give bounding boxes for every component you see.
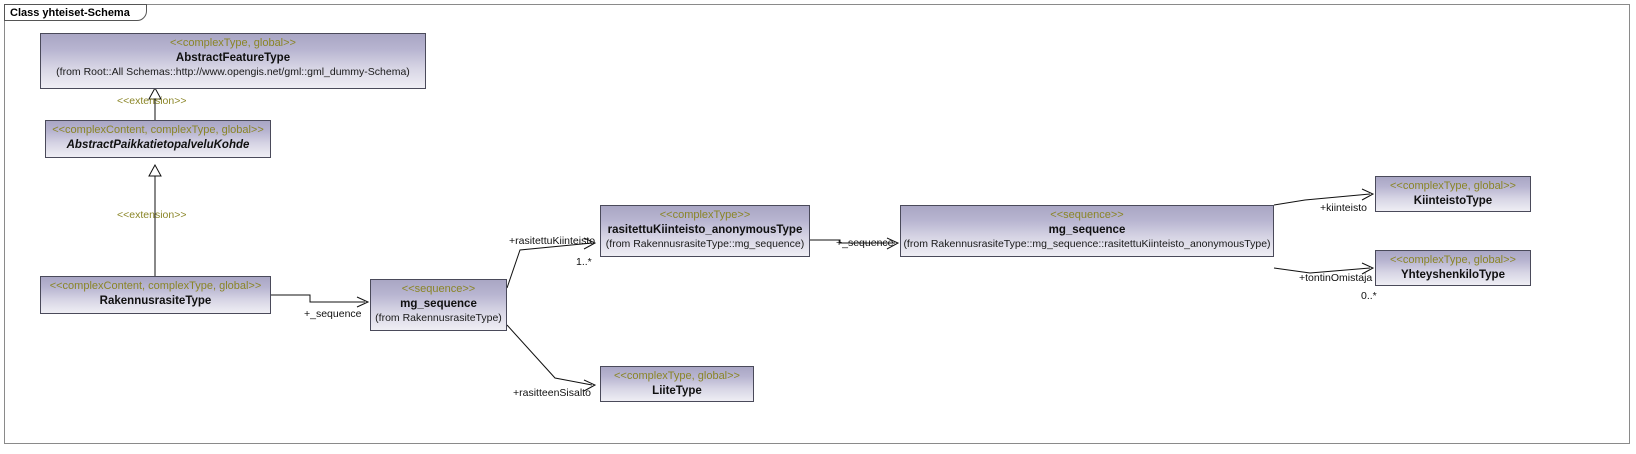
class-origin: (from RakennusrasiteType::mg_sequence::r… — [903, 238, 1271, 250]
class-stereotype: <<complexContent, complexType, global>> — [52, 124, 264, 136]
diagram-frame-title: Class yhteiset-Schema — [4, 4, 147, 21]
class-node-abstract-feature-type[interactable]: <<complexType, global>> AbstractFeatureT… — [40, 33, 426, 89]
class-origin: (from Root::All Schemas::http://www.open… — [56, 66, 410, 78]
class-stereotype: <<complexContent, complexType, global>> — [49, 280, 262, 292]
class-stereotype: <<complexType>> — [659, 209, 751, 221]
class-stereotype: <<sequence>> — [1050, 209, 1124, 221]
class-node-abstract-paikkatietopalvelu-kohde[interactable]: <<complexContent, complexType, global>> … — [45, 120, 271, 158]
connector-mg-sequence-to-rasitettu-kiinteisto — [506, 237, 597, 289]
connector-anonymous-to-mg-sequence-right — [810, 237, 900, 250]
class-stereotype: <<complexType, global>> — [1390, 254, 1516, 266]
connector-mg-sequence-to-kiinteisto-type — [1273, 188, 1375, 206]
edge-label-rasitettu-kiinteisto-role: +rasitettuKiinteisto — [509, 235, 596, 247]
class-node-kiinteisto-type[interactable]: <<complexType, global>> KiinteistoType — [1375, 176, 1531, 212]
edge-label-sequence-left: +_sequence — [304, 308, 362, 320]
class-node-mg-sequence-right[interactable]: <<sequence>> mg_sequence (from Rakennusr… — [900, 205, 1274, 257]
edge-label-rasitettu-kiinteisto-multiplicity: 1..* — [576, 256, 592, 268]
class-stereotype: <<complexType, global>> — [1390, 180, 1516, 192]
class-name: mg_sequence — [400, 298, 477, 310]
connector-extension-feature-type — [148, 86, 162, 124]
class-name: rasitettuKiinteisto_anonymousType — [607, 224, 803, 236]
class-origin: (from RakennusrasiteType) — [375, 312, 502, 324]
edge-label-kiinteisto-role: +kiinteisto — [1320, 202, 1367, 214]
class-name: AbstractPaikkatietopalveluKohde — [66, 139, 250, 151]
class-node-yhteyshenkilo-type[interactable]: <<complexType, global>> YhteyshenkiloTyp… — [1375, 250, 1531, 286]
connector-mg-sequence-to-yhteyshenkilo-type — [1273, 262, 1375, 275]
edge-label-extension-top: <<extension>> — [117, 95, 187, 107]
class-node-liite-type[interactable]: <<complexType, global>> LiiteType — [600, 366, 754, 402]
edge-label-rasitteen-sisalto-role: +rasitteenSisalto — [513, 387, 591, 399]
class-name: LiiteType — [652, 385, 702, 397]
class-name: KiinteistoType — [1413, 195, 1493, 207]
class-stereotype: <<complexType, global>> — [170, 37, 296, 49]
class-name: YhteyshenkiloType — [1401, 269, 1505, 281]
class-node-rakennusrasite-type[interactable]: <<complexContent, complexType, global>> … — [40, 276, 271, 314]
class-name: mg_sequence — [1048, 224, 1126, 236]
class-name: RakennusrasiteType — [99, 295, 212, 307]
edge-label-sequence-right: +_sequence — [836, 237, 894, 249]
class-node-mg-sequence-left[interactable]: <<sequence>> mg_sequence (from Rakennusr… — [370, 279, 507, 331]
class-name: AbstractFeatureType — [175, 52, 291, 64]
class-stereotype: <<sequence>> — [401, 283, 476, 295]
edge-label-tontin-omistaja-role: +tontinOmistaja — [1299, 272, 1373, 284]
edge-label-extension-bottom: <<extension>> — [117, 209, 187, 221]
class-stereotype: <<complexType, global>> — [614, 370, 740, 382]
connector-mg-sequence-to-liite-type — [506, 324, 597, 392]
class-origin: (from RakennusrasiteType::mg_sequence) — [605, 238, 805, 250]
edge-label-tontin-omistaja-multiplicity: 0..* — [1361, 290, 1377, 302]
connector-rakennusrasite-to-mg-sequence — [271, 294, 370, 308]
connector-extension-paikkatietopalvelu-kohde — [148, 163, 162, 279]
class-node-rasitettu-kiinteisto-anonymous-type[interactable]: <<complexType>> rasitettuKiinteisto_anon… — [600, 205, 810, 257]
